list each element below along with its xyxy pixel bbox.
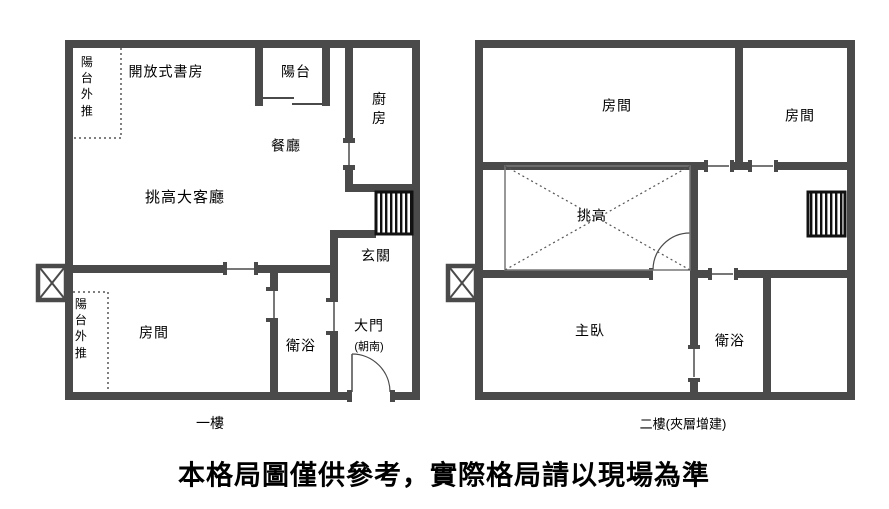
void-cross-line — [504, 165, 691, 271]
door-jamb — [322, 94, 330, 106]
label-kitchen: 廚房 — [372, 91, 387, 126]
wall — [322, 48, 330, 94]
floor2-doors — [652, 165, 773, 377]
label-master-bedroom: 主臥 — [575, 322, 605, 339]
shaft-x-icon — [445, 263, 479, 303]
door-jamb — [223, 262, 227, 275]
wall — [270, 322, 278, 400]
door-jamb — [708, 268, 712, 280]
door-swing-arc — [652, 232, 691, 271]
wall — [483, 270, 653, 278]
wall — [330, 230, 376, 238]
wall — [65, 392, 352, 400]
label-bedroom-f2-right: 房間 — [785, 107, 815, 124]
wall — [763, 278, 771, 392]
wall — [847, 40, 855, 400]
label-bath-f2: 衛浴 — [715, 332, 745, 349]
label-main-door-note: (朝南) — [354, 340, 384, 353]
label-entry: 玄關 — [361, 247, 391, 264]
wall — [73, 265, 223, 273]
floor1-title: 一樓 — [196, 415, 224, 431]
door-jamb — [326, 298, 338, 302]
door-jamb — [734, 268, 738, 280]
label-main-door: 大門 — [354, 317, 384, 334]
wall — [65, 40, 73, 400]
wall — [698, 270, 708, 278]
door-jamb — [254, 262, 258, 275]
floor2-title: 二樓(夾層增建) — [639, 416, 727, 432]
door-jamb — [649, 268, 653, 280]
wall — [258, 265, 338, 273]
wall — [734, 162, 748, 170]
wall — [778, 162, 855, 170]
door-jamb — [704, 160, 708, 172]
wall — [690, 382, 698, 400]
door-jamb — [326, 331, 338, 335]
floor2-plan — [475, 40, 855, 400]
label-void: 挑高 — [577, 207, 607, 224]
wall — [345, 184, 420, 192]
wall — [690, 170, 698, 345]
wall — [738, 270, 855, 278]
door-jamb — [255, 94, 263, 106]
door-swing-arc — [351, 353, 391, 393]
wall — [390, 392, 420, 400]
wall — [412, 40, 420, 400]
label-living-room: 挑高大客廳 — [144, 188, 226, 206]
label-bedroom-f1: 房間 — [139, 324, 169, 341]
wall — [345, 170, 353, 192]
shaft-x-line — [449, 267, 475, 299]
wall — [345, 48, 353, 138]
shaft-x-line — [39, 267, 65, 299]
floor1-plan — [65, 40, 420, 402]
wall — [330, 335, 338, 400]
door-jamb — [266, 287, 278, 291]
door-jamb — [343, 165, 355, 170]
door-jamb — [343, 138, 355, 143]
door-jamb — [347, 390, 352, 402]
shaft-x-icon — [35, 263, 69, 303]
door-jamb — [730, 160, 734, 172]
label-bath-f1: 衛浴 — [286, 337, 316, 354]
disclaimer-text: 本格局圖僅供參考，實際格局請以現場為準 — [178, 460, 710, 491]
label-balcony-extension-bottom: 陽台外推 — [74, 297, 87, 360]
door-jamb — [774, 160, 778, 172]
wall — [475, 392, 855, 400]
stairs — [806, 190, 847, 238]
label-open-study: 開放式書房 — [128, 63, 204, 80]
label-balcony-extension-top: 陽台外推 — [80, 55, 93, 118]
wall — [330, 238, 338, 298]
stairs — [374, 190, 414, 236]
wall — [475, 40, 483, 400]
floor1-doors — [227, 97, 391, 393]
door-jamb — [688, 345, 700, 349]
void-area — [504, 165, 691, 271]
label-dining-room: 餐廳 — [271, 137, 301, 154]
label-bedroom-f2-left: 房間 — [602, 97, 632, 114]
door-jamb — [390, 390, 395, 402]
wall — [475, 40, 855, 48]
wall — [270, 265, 278, 287]
door-jamb — [266, 318, 278, 322]
door-jamb — [688, 378, 700, 382]
wall — [255, 48, 263, 94]
floor1-dashed-boundaries — [73, 48, 122, 392]
wall — [65, 40, 420, 48]
label-balcony: 陽台 — [281, 63, 311, 80]
wall — [735, 48, 743, 162]
wall — [690, 162, 704, 170]
void-outline — [504, 165, 691, 271]
door-jamb — [748, 160, 752, 172]
